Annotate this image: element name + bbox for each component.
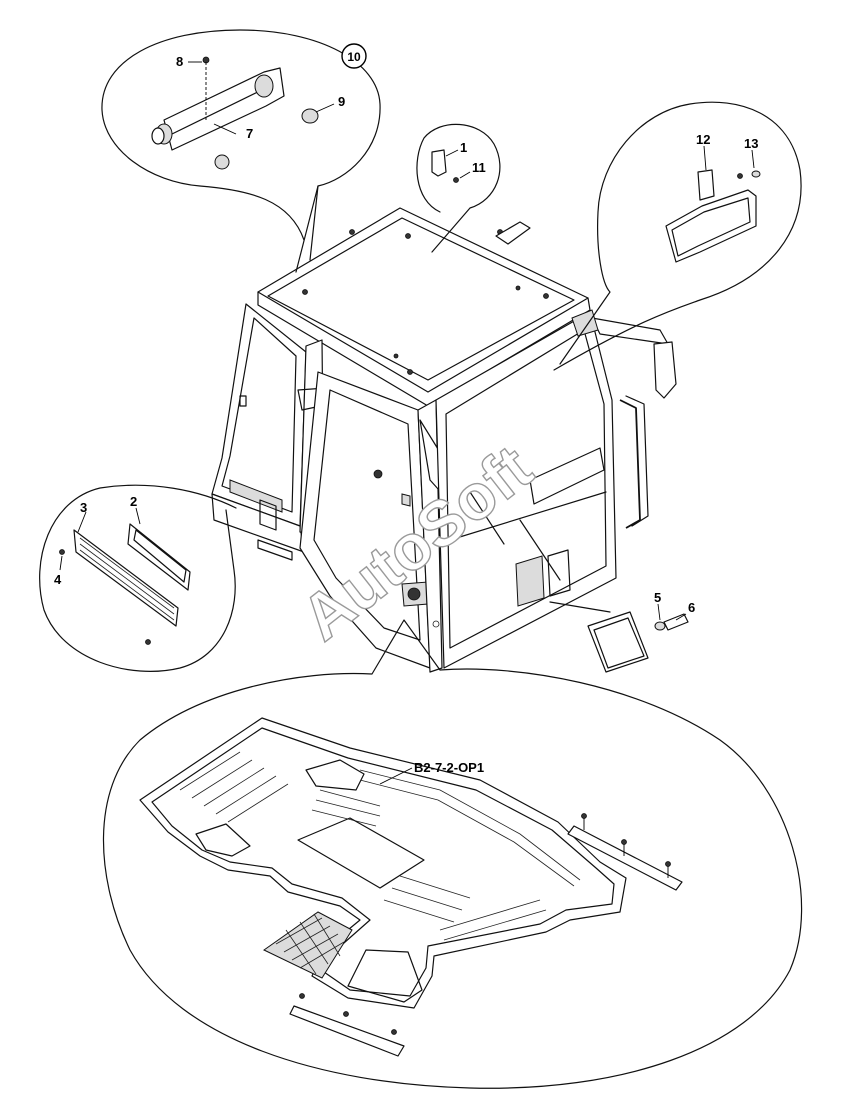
leader-lines xyxy=(59,61,755,785)
callout-10: 10 xyxy=(347,50,361,64)
vent-grille-slats xyxy=(79,537,175,621)
perforated-plate-holes xyxy=(275,913,345,975)
circled-callout-ring xyxy=(341,43,367,69)
callout-11: 11 xyxy=(472,160,486,175)
callout-9: 9 xyxy=(338,94,345,109)
floor-mat-bubble xyxy=(102,619,803,1089)
callout-6: 6 xyxy=(688,600,695,615)
floor-mat-ribs xyxy=(179,751,581,941)
detail-bubble-roof xyxy=(416,123,501,253)
callout-5: 5 xyxy=(654,590,661,605)
floor-mat-reference: B2-7-2-OP1 xyxy=(414,760,484,775)
callout-4: 4 xyxy=(54,572,62,587)
callout-13: 13 xyxy=(744,136,758,151)
callout-12: 12 xyxy=(696,132,710,147)
callout-7: 7 xyxy=(246,126,253,141)
detail-bubble-vent xyxy=(39,484,237,672)
callout-2: 2 xyxy=(130,494,137,509)
cab-assembly xyxy=(211,207,677,673)
callout-1: 1 xyxy=(460,140,467,155)
callout-3: 3 xyxy=(80,500,87,515)
detail-bubble-mirror xyxy=(553,101,802,371)
callout-labels: 8 7 9 10 1 11 12 13 3 2 4 5 6 B2-7-2-OP1 xyxy=(54,43,758,775)
cover-panel xyxy=(549,601,689,673)
roof-bolts xyxy=(302,229,549,375)
detail-bubble-10 xyxy=(101,29,381,273)
callout-8: 8 xyxy=(176,54,183,69)
